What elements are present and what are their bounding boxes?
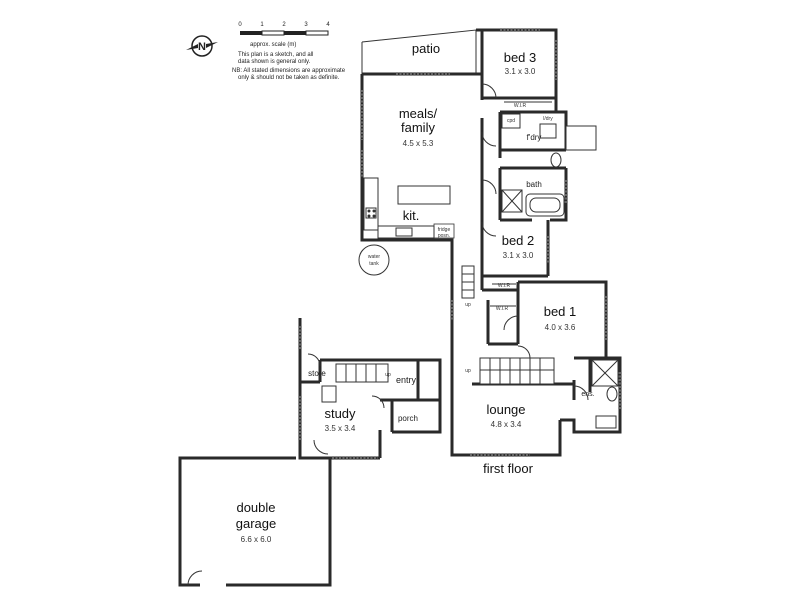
note-line-3: NB: All stated dimensions are approximat… xyxy=(232,68,346,74)
room-label-bath: bath xyxy=(526,180,542,189)
room-label-store: store xyxy=(308,369,326,378)
room-label-kit: kit. xyxy=(403,208,420,223)
room-label-meals-2: family xyxy=(401,120,435,135)
room-label-meals-1: meals/ xyxy=(399,106,438,121)
room-dims-bed3: 3.1 x 3.0 xyxy=(505,67,536,76)
fridge-label-2: posn. xyxy=(438,233,450,239)
lindry-label: l/dry xyxy=(543,116,553,122)
stairs-upper xyxy=(461,265,555,385)
room-label-study: study xyxy=(324,406,356,421)
room-dims-lounge: 4.8 x 3.4 xyxy=(491,420,522,429)
up-label-1: up xyxy=(465,302,471,308)
room-dims-study: 3.5 x 3.4 xyxy=(325,424,356,433)
doors-lower xyxy=(307,353,385,455)
room-label-patio: patio xyxy=(412,41,440,56)
scale-label: approx. scale (m) xyxy=(250,42,296,48)
scale-bar: 0 1 2 3 4 approx. scale (m) xyxy=(238,22,330,48)
stairs-lower xyxy=(321,363,389,403)
room-dims-bed1: 4.0 x 3.6 xyxy=(545,323,576,332)
walls-garage xyxy=(178,456,332,587)
ensuite-fixtures xyxy=(591,359,619,429)
compass-label: N xyxy=(198,41,206,53)
room-label-bed1: bed 1 xyxy=(544,304,577,319)
first-floor-label: first floor xyxy=(483,461,534,476)
kitchen-fixtures xyxy=(363,177,455,239)
scale-tick-1: 1 xyxy=(260,22,264,28)
room-label-garage-1: double xyxy=(236,500,275,515)
tank-label-2: tank xyxy=(369,261,379,267)
bath-fixtures xyxy=(501,113,597,217)
room-dims-meals: 4.5 x 5.3 xyxy=(403,139,434,148)
scale-tick-4: 4 xyxy=(326,22,330,28)
room-label-bed3: bed 3 xyxy=(504,50,537,65)
doors-upper xyxy=(481,83,589,401)
compass-icon: N xyxy=(186,35,218,57)
wir-label-1: W.I.R xyxy=(514,103,527,109)
scale-tick-0: 0 xyxy=(238,22,242,28)
note-line-4: only & should not be taken as definite. xyxy=(238,75,340,81)
scale-notes: This plan is a sketch, and all data show… xyxy=(232,52,346,81)
up-label-3: up xyxy=(385,372,391,378)
room-label-porch: porch xyxy=(398,414,418,423)
windows-lower xyxy=(298,326,378,460)
wir-label-3: W.I.R xyxy=(496,306,509,312)
wir-label-2: W.I.R xyxy=(498,283,511,289)
walls-lower xyxy=(298,318,442,460)
note-line-1: This plan is a sketch, and all xyxy=(238,52,313,58)
windows-upper xyxy=(360,28,622,457)
room-label-bed2: bed 2 xyxy=(502,233,535,248)
fridge-label-1: fridge xyxy=(438,227,451,233)
water-tank xyxy=(358,244,390,276)
room-label-lounge: lounge xyxy=(486,402,525,417)
room-label-entry: entry xyxy=(396,375,417,385)
room-dims-garage: 6.6 x 6.0 xyxy=(241,535,272,544)
up-label-2: up xyxy=(465,368,471,374)
cpd-label: cpd xyxy=(507,118,515,124)
room-label-garage-2: garage xyxy=(236,516,276,531)
scale-tick-2: 2 xyxy=(282,22,286,28)
room-label-fdry: f'dry xyxy=(527,133,542,142)
scale-tick-3: 3 xyxy=(304,22,308,28)
room-dims-bed2: 3.1 x 3.0 xyxy=(503,251,534,260)
tank-label-1: water xyxy=(368,254,381,260)
note-line-2: data shown is general only. xyxy=(238,59,311,65)
room-label-ens: ens. xyxy=(581,391,594,398)
robes xyxy=(490,101,552,307)
